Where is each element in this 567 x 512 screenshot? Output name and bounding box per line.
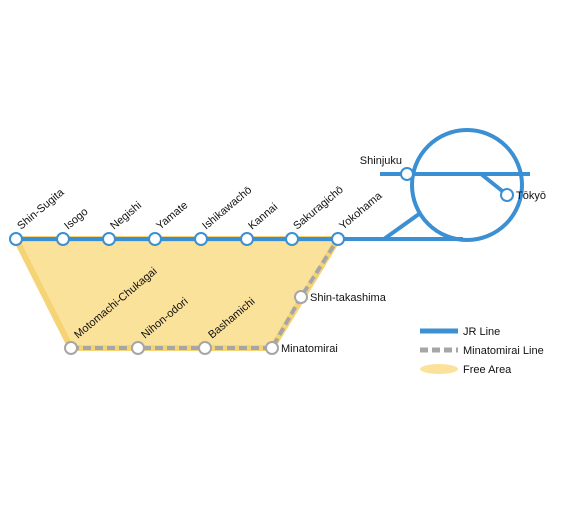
jr-station-label: Shinjuku [360, 155, 402, 167]
jr-station-marker [56, 232, 70, 246]
minatomirai-station-marker [294, 290, 308, 304]
jr-station-shinjuku[interactable]: Shinjuku [360, 155, 414, 181]
jr-station-label: Negishi [108, 200, 144, 233]
minatomirai-station-minatomirai[interactable]: Minatomirai [265, 341, 338, 355]
jr-station-marker [194, 232, 208, 246]
legend: JR Line Minatomirai Line Free Area [420, 326, 544, 376]
jr-loop-line [410, 128, 524, 242]
jr-station-marker [285, 232, 299, 246]
jr-station-label: Yamate [154, 199, 190, 232]
jr-station-marker [102, 232, 116, 246]
jr-station-marker [500, 188, 514, 202]
minatomirai-station-marker [265, 341, 279, 355]
jr-station-label: Ishikawachō [200, 184, 254, 232]
legend-free-area-swatch [420, 364, 458, 374]
jr-loop-connector [382, 212, 421, 241]
minatomirai-station-marker [198, 341, 212, 355]
legend-minatomirai-line-label: Minatomirai Line [463, 345, 544, 357]
minatomirai-station-shin-takashima[interactable]: Shin-takashima [294, 290, 387, 304]
jr-station-label: Kannai [246, 201, 280, 232]
jr-station-label: Tōkyō [516, 190, 546, 202]
minatomirai-station-marker [131, 341, 145, 355]
jr-station-label: Isogo [62, 206, 90, 232]
free-area-region [16, 239, 338, 348]
legend-jr-line-label: JR Line [463, 326, 500, 338]
jr-station-marker [331, 232, 345, 246]
legend-free-area-label: Free Area [463, 364, 512, 376]
minatomirai-station-marker [64, 341, 78, 355]
jr-station-marker [9, 232, 23, 246]
jr-station-marker [148, 232, 162, 246]
jr-station-tokyo[interactable]: Tōkyō [500, 188, 546, 202]
jr-station-label: Shin-Sugita [15, 186, 67, 232]
jr-station-label: Yokohama [337, 189, 385, 232]
minatomirai-station-label: Shin-takashima [310, 292, 387, 304]
minatomirai-line [71, 237, 340, 350]
jr-station-marker [400, 167, 414, 181]
jr-station-marker [240, 232, 254, 246]
minatomirai-station-label: Minatomirai [281, 343, 338, 355]
